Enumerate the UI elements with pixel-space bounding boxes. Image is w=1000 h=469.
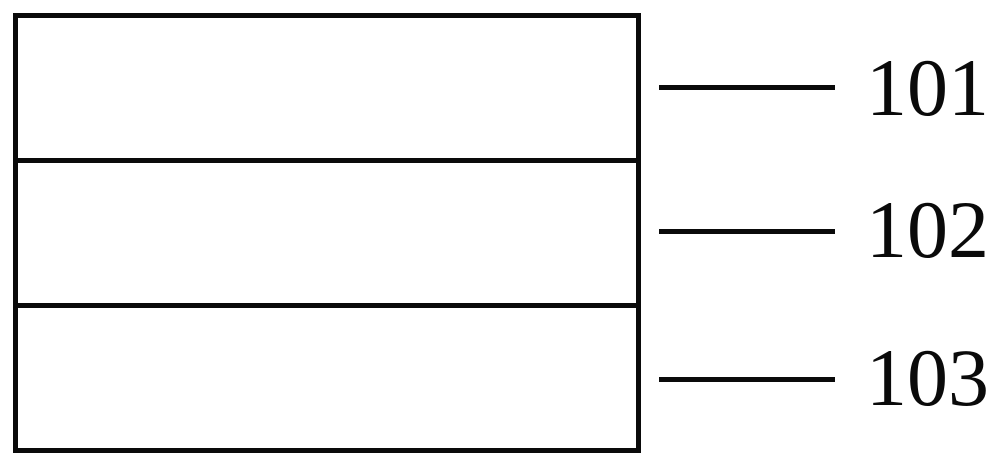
layer-stack [13,13,641,453]
layer-102 [18,158,636,303]
layer-101 [18,18,636,158]
callout-label-103: 103 [866,332,989,423]
callout-label-101: 101 [866,42,989,133]
callout-label-102: 102 [866,184,989,275]
leader-line-103 [659,377,835,382]
layer-103 [18,303,636,448]
leader-line-101 [659,85,835,90]
leader-line-102 [659,229,835,234]
